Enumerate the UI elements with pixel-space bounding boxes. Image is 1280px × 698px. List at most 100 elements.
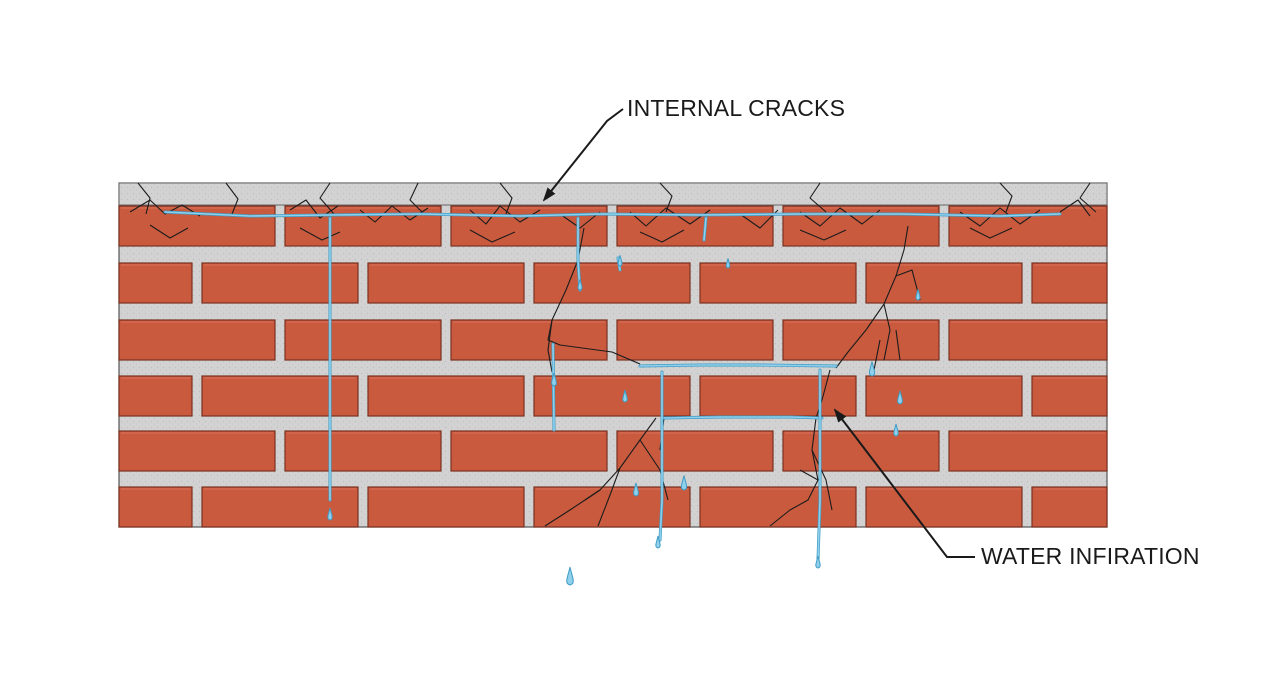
crack-line [547,227,641,365]
water-drop-icon [622,389,628,403]
crack-line [469,205,541,225]
crack-line [1059,199,1091,217]
crack-line [225,182,239,215]
crack-line [883,303,891,361]
crack-network [129,182,1097,527]
brick [367,486,525,528]
crack-line [597,467,621,527]
crack-line [1079,182,1097,213]
brick [118,375,193,417]
top-coping [118,182,1108,206]
brick [1031,486,1108,528]
water-infiltration-leader [833,408,975,558]
brick [782,430,940,472]
brick [118,205,276,247]
brick [865,375,1023,417]
brick [450,319,608,361]
water-infiltration-paths [163,210,1062,586]
brick [450,430,608,472]
crack-line [659,182,673,213]
crack-line [639,229,685,243]
crack-line [739,209,779,229]
water-stream-highlight [659,371,663,541]
crack-line [469,229,516,243]
brick [699,375,857,417]
mortar-background [118,182,1108,528]
crack-line [969,227,1013,239]
brick [699,262,857,304]
brick [201,262,359,304]
water-drop-icon [680,475,688,491]
water-drop-icon [577,279,583,291]
crack-line [639,439,669,501]
water-drop-icon [617,255,623,267]
crack-line [811,449,833,511]
crack-line [299,227,341,241]
internal-cracks-label: INTERNAL CRACKS [627,95,846,121]
water-drop-icon [915,289,921,301]
crack-line [815,369,831,419]
water-drop-icon [893,423,899,437]
brick [948,319,1108,361]
water-drop-icon [868,361,876,377]
brick [201,486,359,528]
crack-line [547,319,553,373]
water-stream-highlight [703,217,707,241]
water-infiltration-label: WATER INFIRATION [981,543,1200,569]
brick [533,486,691,528]
brick [118,486,193,528]
crack-line [809,182,827,213]
brick [616,205,774,247]
brick [284,430,442,472]
crack-line [129,199,201,217]
water-drop-icon [897,390,903,405]
water-drop-icon [566,566,574,586]
crack-line [359,205,429,223]
brick [118,319,276,361]
crack-line [409,182,423,213]
internal-cracks-leader [542,108,624,202]
brick [118,262,193,304]
brick [782,319,940,361]
crack-line [873,339,881,371]
crack-line [895,329,901,361]
crack-line [584,489,601,501]
water-stream-highlight [817,369,821,561]
crack-line [149,224,189,239]
crack-line [769,417,819,527]
brick [284,319,442,361]
brick [450,205,608,247]
brick [616,430,774,472]
water-stream-highlight [639,364,837,367]
water-drop-icon [815,555,821,569]
crack-line [559,211,601,229]
brick [367,262,525,304]
crack-line [137,182,151,215]
crack-line [289,199,339,219]
crack-line [799,469,819,481]
crack-line [999,182,1013,213]
crack-line [959,207,1041,227]
water-stream-highlight [552,343,555,431]
brick [948,430,1108,472]
brick [201,375,359,417]
brick [782,205,940,247]
brick [865,262,1023,304]
water-drop-icon [551,372,557,387]
brick [948,205,1108,247]
brick [1031,375,1108,417]
water-stream-highlight [663,416,823,419]
crack-line [629,207,711,227]
brick [367,375,525,417]
water-stream-highlight [164,211,1061,217]
brick [616,319,774,361]
brick [1031,262,1108,304]
brick [533,262,691,304]
brick [865,486,1023,528]
crack-line [499,182,513,215]
water-drop-icon [725,258,731,269]
crack-line [319,182,335,215]
water-drop-icon [655,535,661,549]
